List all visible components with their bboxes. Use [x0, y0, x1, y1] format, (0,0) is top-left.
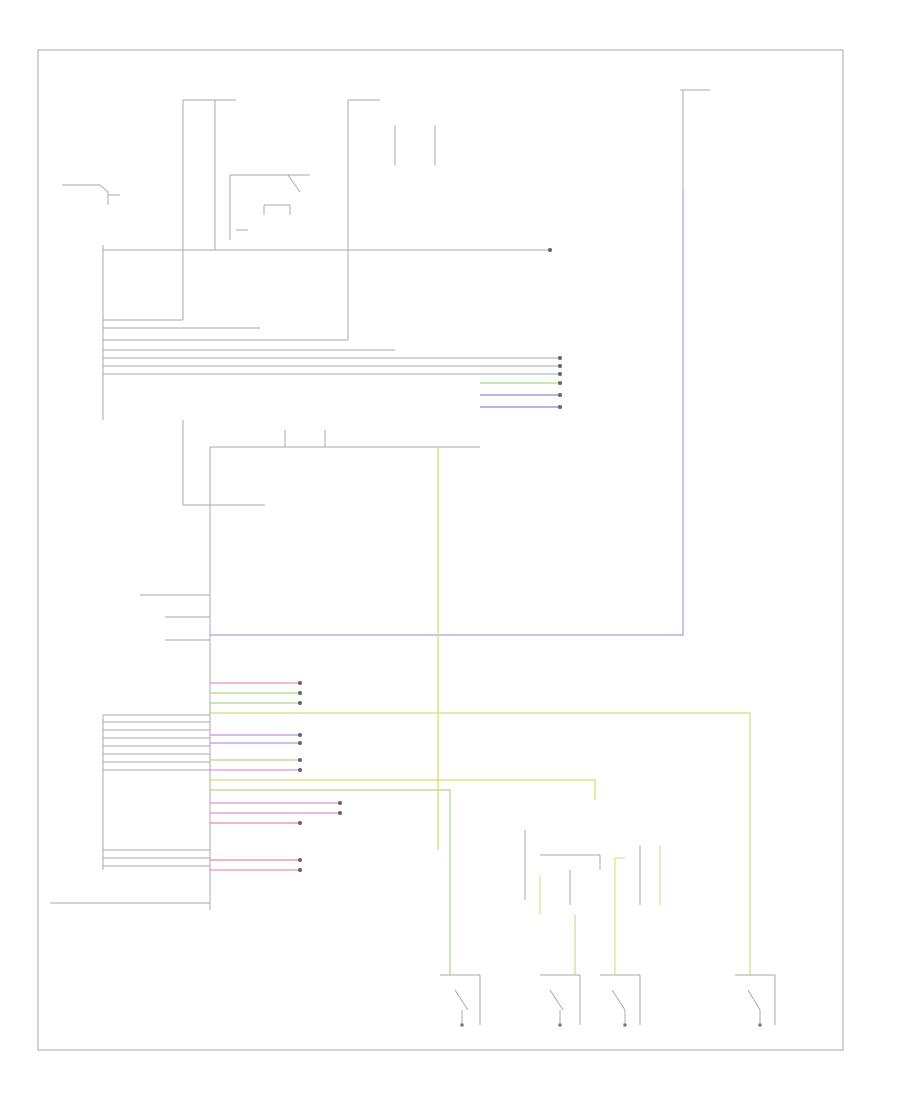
door-switch-3 — [600, 974, 641, 1027]
door-switch-2 — [540, 974, 581, 1027]
door-switch-4 — [735, 974, 776, 1027]
connector-arrows — [298, 248, 562, 872]
top-right-fuse — [210, 89, 710, 636]
top-relay-block — [182, 99, 310, 320]
left-connector-bus — [102, 245, 560, 420]
top-left-switch — [62, 184, 120, 205]
colored-upper-wires — [480, 382, 560, 408]
inner-module — [140, 420, 480, 910]
lower-right-junctions — [524, 830, 661, 975]
colored-lower-wires — [210, 682, 751, 975]
top-center-fuses — [347, 99, 436, 340]
lower-left-bus — [102, 714, 210, 870]
diagram-frame — [37, 49, 844, 1051]
door-switch-1 — [440, 974, 481, 1027]
